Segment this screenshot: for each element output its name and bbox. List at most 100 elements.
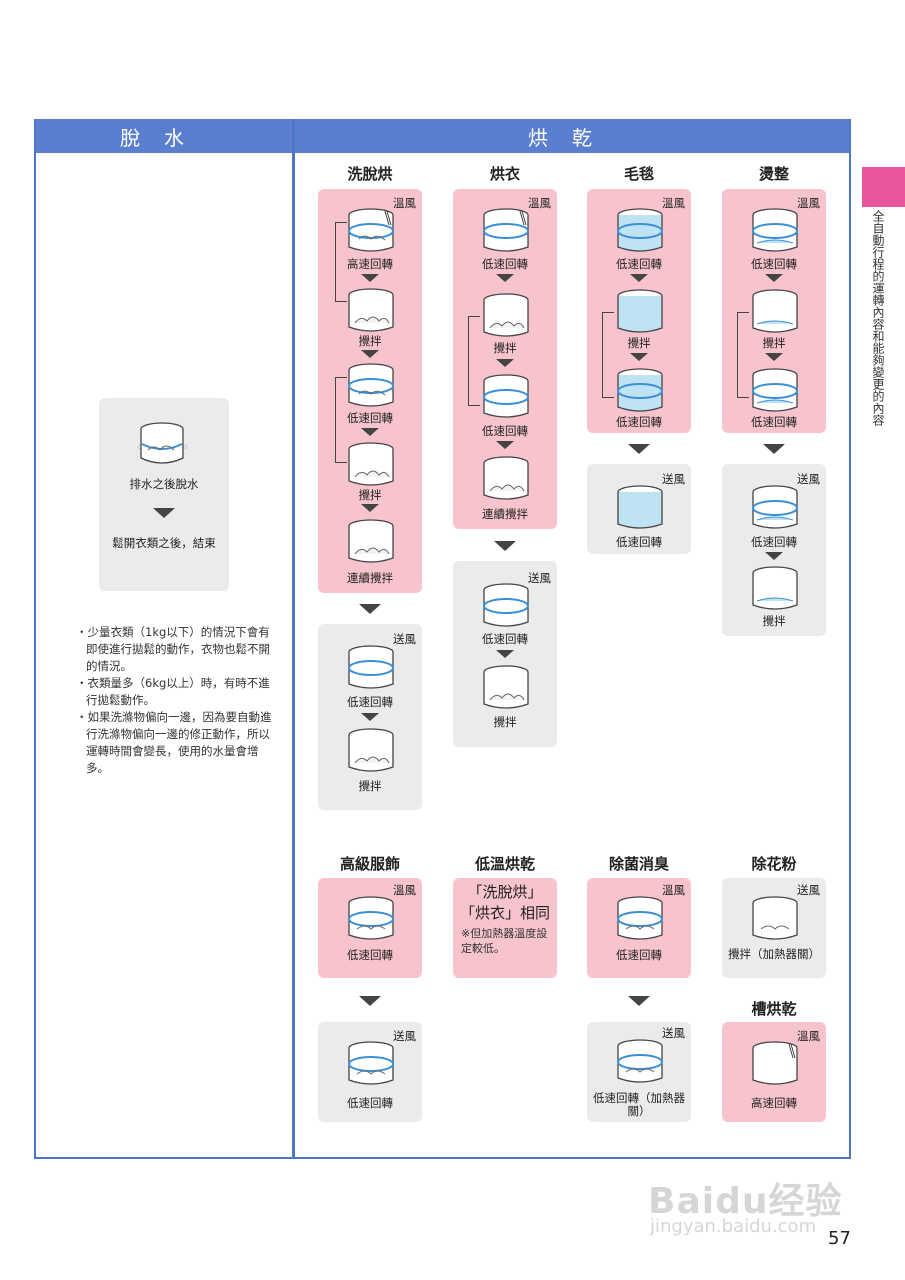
tub-rotate-icon [348,896,394,940]
arrow-down-icon [494,541,516,551]
arrow-down-icon [765,552,783,560]
header-dry: 烘乾 [295,119,849,153]
arrow-down-icon [361,504,379,512]
arrow-down-icon [630,353,648,361]
c2-step3: 低速回轉 [482,424,528,438]
c5-step1: 低速回轉 [347,948,393,962]
c1-send-step1: 低速回轉 [347,695,393,709]
c6-box [453,878,557,978]
send-air-tag: 送風 [797,883,820,897]
tub-rotate-icon [348,208,394,252]
tub-rotate-icon [617,896,663,940]
c1-step2: 攪拌 [358,334,382,348]
warm-air-tag: 溫風 [797,196,820,210]
tub-stir-icon [752,566,798,610]
page-number: 57 [828,1228,851,1249]
watermark-url: jingyan.baidu.com [650,1216,817,1237]
tub-stir-icon [348,519,394,563]
arrow-down-icon [630,274,648,282]
watermark-logo: Baidu经验 [648,1181,843,1222]
c2-send-step1: 低速回轉 [482,632,528,646]
course-title-pollen: 除花粉 [751,855,797,873]
course-title-dry-clothes: 烘衣 [489,165,520,183]
repeat-loop-icon [602,312,614,398]
warm-air-tag: 溫風 [662,196,685,210]
note-3: ・如果洗滌物偏向一邊，因為要自動進行洗滌物偏向一邊的修正動作，所以運轉時間會變長… [76,710,272,775]
send-air-tag: 送風 [393,1029,416,1043]
dehydrate-step1: 排水之後脫水 [129,477,199,491]
warm-air-tag: 溫風 [797,1029,820,1043]
tub-stir-icon [483,456,529,500]
c6-note: ※但加熱器溫度設定較低。 [461,927,548,955]
arrow-down-icon [359,604,381,614]
c4-step3: 低速回轉 [751,415,797,429]
course-title-tub-dry: 槽烘乾 [751,1000,797,1018]
arrow-down-icon [361,713,379,721]
c6-same-as: 「洗脫烘」「烘衣」相同 [459,883,550,922]
tub-rotate-icon [752,208,798,252]
note-2: ・衣類量多（6kg以上）時，有時不進行拋鬆動作。 [76,676,270,707]
arrow-down-icon [628,996,650,1006]
course-title-low-temp: 低溫烘乾 [474,855,535,873]
arrow-down-icon [765,274,783,282]
send-air-tag: 送風 [662,472,685,486]
tub-rotate-icon [483,208,529,252]
c7-send-step1: 低速回轉（加熱器關） [593,1091,685,1118]
tub-blanket-rotate-icon [617,208,663,252]
arrow-down-icon [763,444,785,454]
warm-air-tag: 溫風 [528,196,551,210]
arrow-down-icon [153,508,175,518]
arrow-down-icon [361,274,379,282]
svg-text:⁘: ⁘ [136,443,143,452]
note-1: ・少量衣類（1kg以下）的情況下會有即使進行拋鬆的動作，衣物也鬆不開的情況。 [76,625,270,673]
course-title-blanket: 毛毯 [623,165,654,183]
dehydrate-step2: 鬆開衣類之後，結束 [112,536,216,550]
c3-send-step1: 低速回轉 [616,535,662,549]
arrow-down-icon [496,274,514,282]
warm-air-tag: 溫風 [393,196,416,210]
arrow-down-icon [765,353,783,361]
repeat-loop-icon [468,316,480,406]
c2-step1: 低速回轉 [482,257,528,271]
c2-send-step2: 攪拌 [493,715,517,729]
c3-step2: 攪拌 [627,336,651,350]
c1-step3: 低速回轉 [347,411,393,425]
c5-send-step1: 低速回轉 [347,1096,393,1110]
send-air-tag: 送風 [662,1026,685,1040]
tub-rotate-icon [348,645,394,689]
svg-text:⁘: ⁘ [182,443,188,452]
arrow-down-icon [361,350,379,358]
tub-spin-icon: ⁘⁘ [136,422,188,464]
course-title-delicate: 高級服飾 [339,855,400,873]
side-label: 全自動行程的運轉內容和能夠變更的內容 [871,210,885,426]
tub-empty-icon [752,1041,798,1085]
tub-blanket-rotate-icon [617,368,663,412]
tub-stir-icon [483,665,529,709]
arrow-down-icon [359,996,381,1006]
warm-air-tag: 溫風 [662,883,685,897]
tub-stir-icon [348,442,394,486]
c3-step3: 低速回轉 [616,415,662,429]
c9-step1: 高速回轉 [751,1096,797,1110]
arrow-down-icon [496,359,514,367]
tub-rotate-icon [617,1039,663,1083]
repeat-loop-icon [335,377,347,463]
c1-step4: 攪拌 [358,488,382,502]
c1-step5: 連續攪拌 [347,571,393,585]
c7-step1: 低速回轉 [616,948,662,962]
arrow-down-icon [361,428,379,436]
c1-step1: 高速回轉 [347,257,393,271]
arrow-down-icon [496,650,514,658]
tub-rotate-icon [752,368,798,412]
dehydrate-notes: ・少量衣類（1kg以下）的情況下會有即使進行拋鬆的動作，衣物也鬆不開的情況。 ・… [76,624,276,777]
c1-send-step2: 攪拌 [358,779,382,793]
c4-send-step2: 攪拌 [762,614,786,628]
warm-air-tag: 溫風 [393,883,416,897]
tub-blanket-rotate-icon [617,485,663,529]
c4-step1: 低速回轉 [751,257,797,271]
course-title-press: 燙整 [758,165,789,183]
send-air-tag: 送風 [797,472,820,486]
header-dehydrate: 脫水 [36,119,292,153]
tub-blanket-stir-icon [617,289,663,333]
repeat-loop-icon [737,312,749,398]
